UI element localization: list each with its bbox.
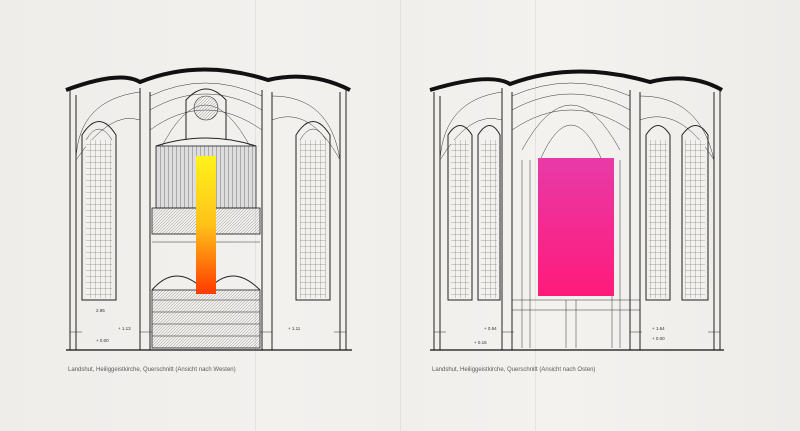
elevation-label: + 1.13 (118, 326, 131, 331)
right-color-panel (538, 158, 614, 296)
right-window-grid (649, 140, 667, 298)
right-window-grid (451, 140, 469, 298)
elevation-label: + 0.94 (484, 326, 497, 331)
elevation-label: + 0.00 (96, 338, 109, 343)
fold-line (535, 0, 536, 431)
right-roof-line (429, 69, 723, 92)
elevation-label: 2.95 (96, 308, 105, 313)
right-cross-section (429, 69, 724, 351)
fold-line (400, 0, 401, 431)
right-caption: Landshut, Heiliggeistkirche, Querschnitt… (432, 367, 596, 373)
right-window-grid (481, 140, 497, 298)
right-window-grid (685, 140, 705, 298)
elevation-label: + 1.64 (652, 326, 665, 331)
elevation-label: + 0.00 (652, 336, 665, 341)
left-color-bar (196, 156, 216, 294)
elevation-label: + 0.16 (474, 340, 487, 345)
left-window-grid (86, 140, 112, 298)
portal-screen (151, 289, 261, 349)
left-cross-section (65, 67, 352, 351)
left-roof-line (65, 67, 351, 92)
elevation-label: + 1.11 (288, 326, 301, 331)
rose-window (193, 95, 219, 121)
left-window-grid-2 (300, 140, 326, 298)
left-caption: Landshut, Heiliggeistkirche, Querschnitt… (68, 367, 236, 373)
